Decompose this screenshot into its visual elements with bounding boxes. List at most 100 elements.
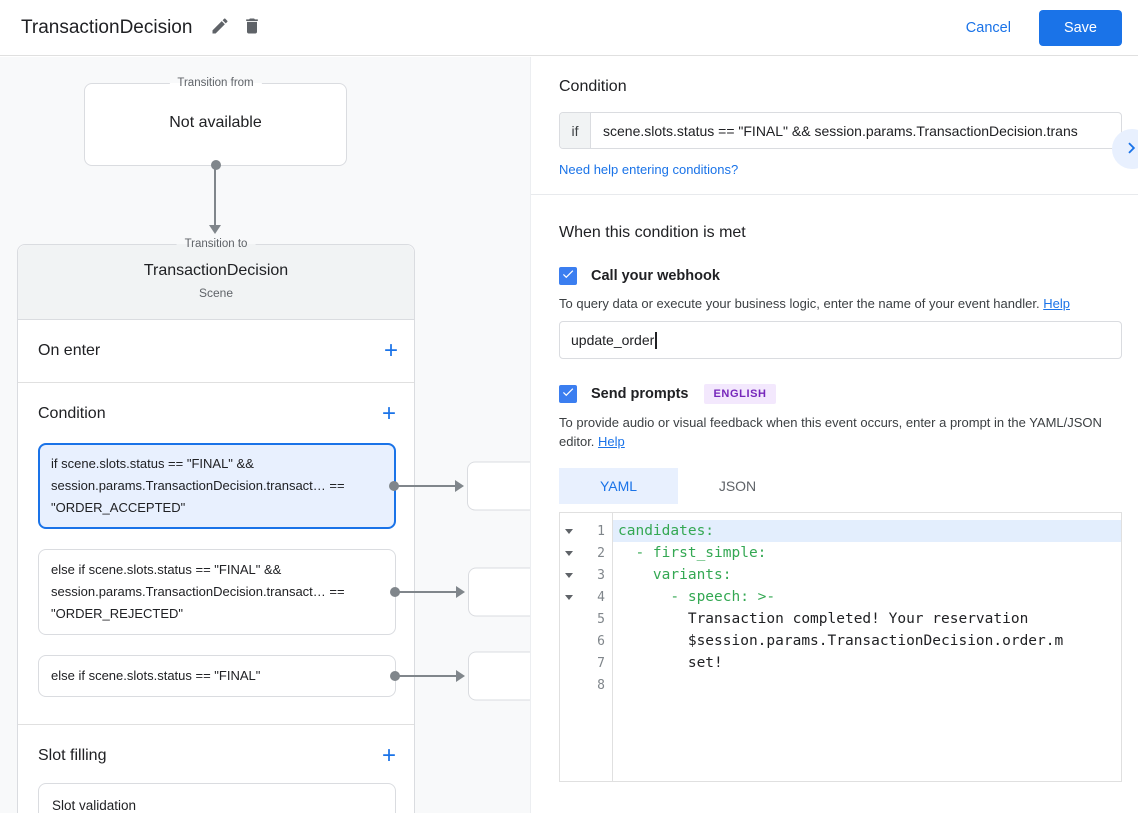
condition-card-text: if scene.slots.status == "FINAL" && sess… (51, 456, 345, 515)
line-number: 8 (597, 677, 605, 693)
webhook-checkbox[interactable] (559, 267, 577, 285)
connector-line (398, 591, 458, 593)
condition-section-header: Condition + (38, 394, 396, 434)
editor-code-area[interactable]: candidates: - first_simple: variants: - … (613, 513, 1121, 781)
add-condition-button[interactable]: + (381, 400, 396, 427)
connector-dot (390, 587, 400, 597)
pencil-icon (210, 16, 230, 39)
condition-help-link[interactable]: Need help entering conditions? (559, 162, 739, 177)
code-line: set! (618, 655, 723, 671)
connector-arrowhead-right (455, 480, 464, 492)
edit-button[interactable] (204, 12, 236, 44)
connector-dot (210, 160, 221, 170)
line-number: 6 (597, 633, 605, 649)
collapse-panel-button[interactable] (1112, 129, 1138, 169)
connector-arrowhead-down (209, 225, 221, 234)
prompts-checkbox-row: Send prompts ENGLISH (559, 384, 1122, 404)
condition-card-rejected[interactable]: else if scene.slots.status == "FINAL" &&… (38, 549, 530, 635)
fold-toggle-icon[interactable] (560, 594, 578, 600)
code-line: $session.params.TransactionDecision.orde… (618, 633, 1064, 649)
prompts-description: To provide audio or visual feedback when… (559, 413, 1122, 451)
connector-line-vertical (214, 169, 216, 226)
condition-card-final[interactable]: else if scene.slots.status == "FINAL" (38, 651, 530, 701)
prompts-checkbox[interactable] (559, 385, 577, 403)
slot-filling-header: Slot filling + (38, 735, 396, 777)
text-cursor (655, 331, 657, 349)
line-number: 1 (597, 523, 605, 539)
when-condition-title: When this condition is met (559, 224, 746, 241)
page-title: TransactionDecision (21, 16, 193, 38)
flow-canvas: Transition from Not available Transition… (0, 57, 530, 813)
fold-toggle-icon[interactable] (560, 550, 578, 556)
slot-filling-section: Slot filling + Slot validation (18, 725, 414, 813)
connector-line (397, 485, 457, 487)
prompts-checkbox-label: Send prompts (591, 386, 689, 402)
language-badge: ENGLISH (704, 384, 776, 404)
webhook-help-link[interactable]: Help (1043, 296, 1070, 311)
on-enter-section: On enter + (18, 320, 414, 383)
panel-header: Condition (559, 78, 1122, 96)
add-on-enter-button[interactable]: + (383, 337, 398, 364)
webhook-checkbox-row: Call your webhook (559, 267, 1122, 285)
top-bar: TransactionDecision Cancel Save (0, 0, 1138, 56)
checkmark-icon (561, 267, 575, 286)
line-number: 2 (597, 545, 605, 561)
code-line: candidates: (613, 520, 1121, 542)
tab-json[interactable]: JSON (718, 478, 757, 494)
transition-from-content: Not available (169, 114, 262, 131)
condition-card-text: else if scene.slots.status == "FINAL" &&… (51, 562, 345, 621)
prompts-description-text: To provide audio or visual feedback when… (559, 415, 1102, 449)
line-number: 3 (597, 567, 605, 583)
scene-header[interactable]: TransactionDecision Scene (18, 245, 414, 320)
editor-tabs: YAML JSON (559, 468, 1122, 504)
code-line: - first_simple: (618, 545, 767, 561)
prompts-help-link[interactable]: Help (598, 434, 625, 449)
transition-from-legend: Transition from (169, 77, 262, 89)
condition-card-accepted[interactable]: if scene.slots.status == "FINAL" && sess… (38, 443, 530, 529)
webhook-description: To query data or execute your business l… (559, 294, 1122, 313)
code-line: - speech: >- (618, 589, 776, 605)
condition-expression-input[interactable]: scene.slots.status == "FINAL" && session… (603, 122, 1078, 139)
connector-arrowhead-right (456, 670, 465, 682)
code-line: variants: (618, 567, 732, 583)
connector-arrowhead-right (456, 586, 465, 598)
event-handler-value: update_order (571, 332, 655, 348)
transition-target-node[interactable] (468, 651, 530, 701)
fold-toggle-icon[interactable] (560, 572, 578, 578)
transition-target-node[interactable] (467, 461, 530, 511)
tab-yaml[interactable]: YAML (559, 468, 678, 504)
transition-target-node[interactable] (468, 567, 530, 617)
on-enter-label: On enter (38, 342, 101, 359)
chevron-right-icon (1121, 137, 1138, 162)
condition-detail-panel: Condition if scene.slots.status == "FINA… (530, 57, 1138, 813)
slot-validation-card[interactable]: Slot validation (38, 783, 396, 813)
code-line (613, 674, 1121, 696)
cancel-button[interactable]: Cancel (965, 19, 1011, 36)
condition-label: Condition (38, 405, 106, 422)
yaml-code-editor: 1 2 3 4 5 6 7 8 candidates: - first_simp… (559, 512, 1122, 782)
checkmark-icon (561, 385, 575, 404)
connector-dot (390, 671, 400, 681)
save-button[interactable]: Save (1038, 9, 1122, 46)
transition-to-legend: Transition to (176, 238, 256, 250)
webhook-description-text: To query data or execute your business l… (559, 296, 1040, 311)
scene-title: TransactionDecision (143, 262, 289, 279)
line-number: 5 (597, 611, 605, 627)
trash-icon (242, 16, 262, 39)
line-number: 7 (597, 655, 605, 671)
panel-title: Condition (559, 78, 627, 95)
line-number: 4 (597, 589, 605, 605)
code-line: Transaction completed! Your reservation (618, 611, 1029, 627)
slot-filling-label: Slot filling (38, 747, 107, 764)
transition-to-node: Transition to TransactionDecision Scene … (17, 238, 530, 813)
fold-toggle-icon[interactable] (560, 528, 578, 534)
event-handler-input[interactable]: update_order (559, 321, 1122, 359)
connector-line (398, 675, 458, 677)
scene-subtitle: Scene (198, 286, 234, 300)
delete-button[interactable] (236, 12, 268, 44)
webhook-checkbox-label: Call your webhook (591, 268, 720, 284)
add-slot-button[interactable]: + (381, 742, 396, 769)
condition-expression-row: if scene.slots.status == "FINAL" && sess… (559, 112, 1122, 149)
condition-section: Condition + if scene.slots.status == "FI… (18, 383, 530, 725)
